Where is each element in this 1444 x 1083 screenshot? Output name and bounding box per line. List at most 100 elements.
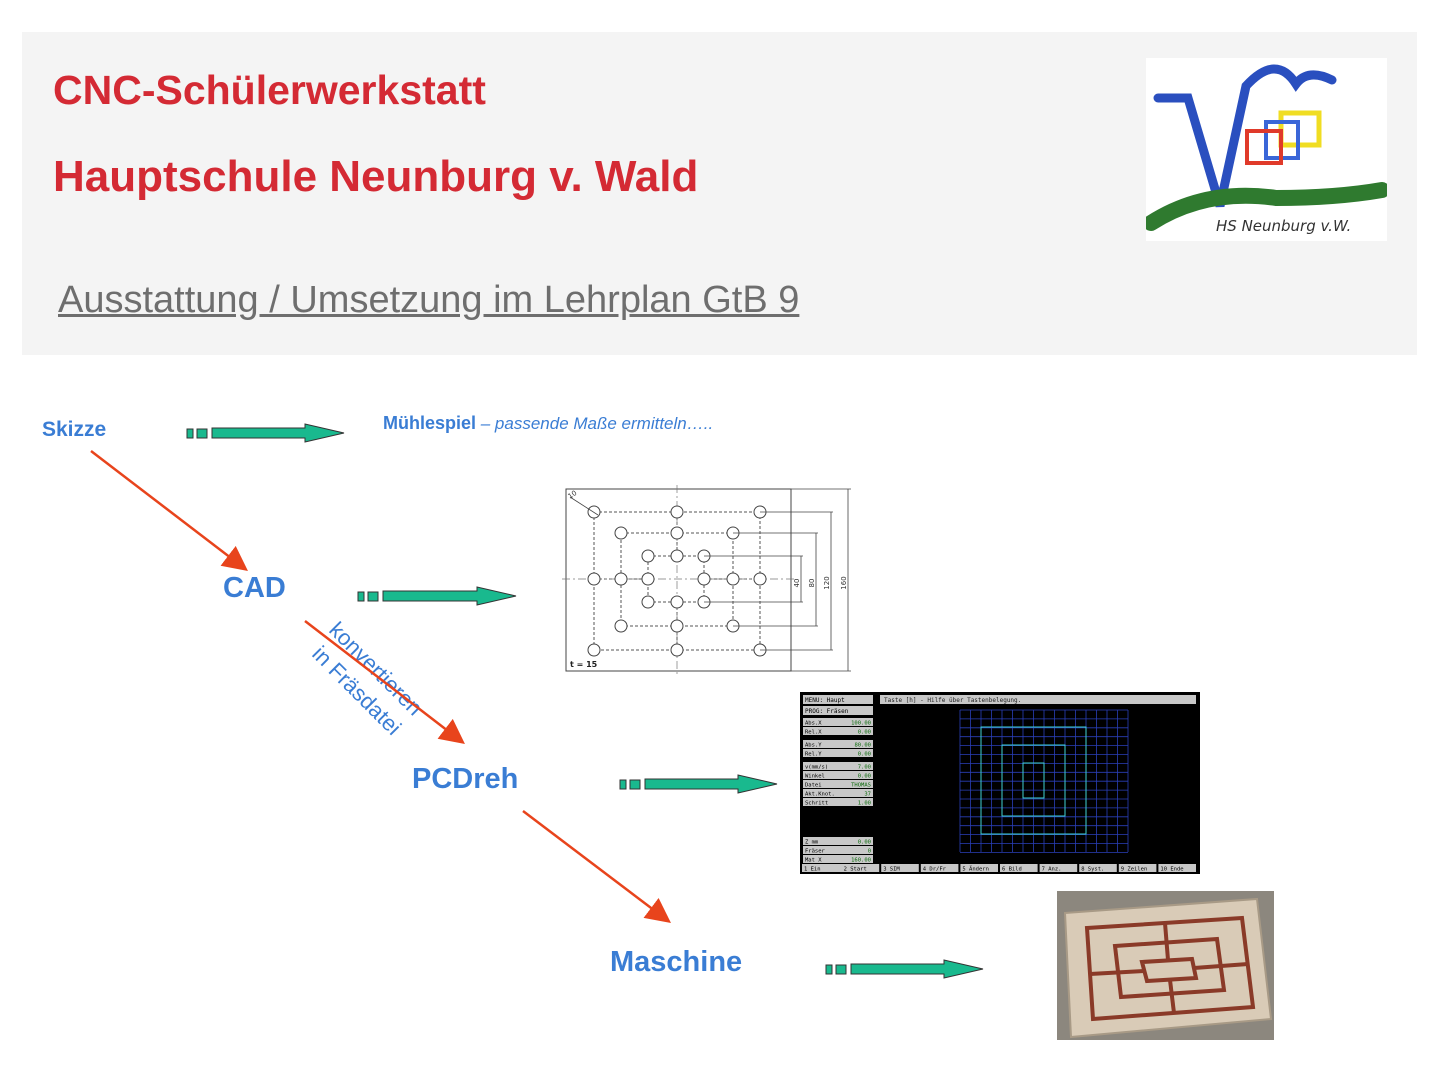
- screen-field-bg: [803, 798, 873, 806]
- muehle-title: Mühlespiel: [383, 413, 477, 433]
- screen-field-label: Rel.X: [805, 730, 822, 736]
- screen-menu-key-label: 5 Ändern: [962, 866, 989, 873]
- screen-field-bg: [803, 718, 873, 726]
- board-photo-svg: [1057, 891, 1274, 1040]
- screen-field-value: 7.00: [858, 765, 871, 771]
- screen-field-label: Fräser: [805, 849, 826, 855]
- screen-menu-key-label: 9 Zeilen: [1121, 867, 1148, 873]
- thickness-label: t = 15: [570, 660, 598, 669]
- page-title: CNC-Schülerwerkstatt: [53, 67, 486, 113]
- logo-green-hill: [1143, 182, 1390, 231]
- board-hole: [753, 572, 767, 586]
- screen-field-label: Datei: [805, 783, 822, 789]
- board-hole: [726, 572, 740, 586]
- screen-field-label: Mat X: [805, 858, 822, 864]
- screen-menu-key: [1118, 864, 1157, 872]
- screen-field-label: Abs.Y: [805, 743, 822, 749]
- screen-field-bg: [803, 780, 873, 788]
- screen-menu-key-label: 10 Ende: [1160, 867, 1183, 873]
- board-hole: [587, 572, 601, 586]
- section-heading[interactable]: Ausstattung / Umsetzung im Lehrplan GtB …: [58, 279, 800, 321]
- green-arrow-cad: [357, 586, 517, 606]
- screen-field-value: 0.00: [858, 840, 871, 846]
- screen-menu-key: [920, 864, 959, 872]
- screen-field-label: Rel.Y: [805, 752, 822, 758]
- screen-field-bg: [803, 837, 873, 845]
- screen-field-label: v(mm/s): [805, 765, 828, 771]
- screen-prog: PROG: Fräsen: [805, 708, 849, 715]
- screen-field-bg: [803, 762, 873, 770]
- board-hole: [670, 619, 684, 633]
- screen-menu-key-label: 3 SIM: [883, 867, 900, 873]
- green-arrow-skizze: [186, 423, 345, 443]
- school-logo: HS Neunburg v.W.: [1143, 58, 1390, 241]
- screen-field-value: 37: [864, 792, 871, 798]
- arrow-cad-to-pcdreh: [304, 620, 465, 745]
- screen-field-bg: [803, 846, 873, 854]
- screen-field-bg: [803, 727, 873, 735]
- green-arrow-maschine: [825, 959, 984, 979]
- dim-corner: 10: [567, 489, 579, 501]
- screen-menu-key: [1079, 864, 1117, 872]
- board-hole: [670, 505, 684, 519]
- cad-drawing: 40 80 120 160 10 t = 15: [562, 485, 854, 675]
- screen-field-label: Akt.Knot.: [805, 792, 835, 798]
- dim-80: 80: [808, 579, 816, 588]
- screen-field-value: 80.00: [854, 743, 871, 749]
- screen-field-value: 0.00: [858, 752, 871, 758]
- drawing-frame: [565, 488, 792, 672]
- board-hole: [641, 549, 655, 563]
- screen-field-value: THOMAS: [851, 783, 871, 789]
- screen-field-label: Winkel: [805, 774, 825, 780]
- dim-120: 120: [823, 576, 831, 589]
- pcdreh-screenshot: MENU: Haupt Taste [h] - Hilfe über Taste…: [800, 692, 1200, 874]
- cad-drawing-svg: 40 80 120 160 10 t = 15: [562, 485, 851, 675]
- screen-menu-key: [841, 864, 880, 872]
- screen-field-value: 160.00: [851, 858, 871, 864]
- screen-menu-key-label: 4 Dr/Fr: [923, 867, 947, 873]
- screen-field-value: 1.00: [858, 801, 871, 807]
- muehle-description: Mühlespiel – passende Maße ermitteln…..: [383, 413, 713, 434]
- screen-field-label: Schritt: [805, 801, 828, 807]
- finished-board-photo: [1057, 891, 1274, 1040]
- screen-field-bg: [803, 789, 873, 797]
- board-hole: [670, 549, 684, 563]
- screen-menu-key: [960, 864, 998, 872]
- step-maschine: Maschine: [610, 946, 743, 978]
- dim-160: 160: [840, 576, 848, 589]
- step-cad: CAD: [223, 572, 286, 604]
- board-hole: [614, 619, 628, 633]
- screen-menu-key: [881, 864, 919, 872]
- screen-menu-key: [1039, 864, 1078, 872]
- board-hole: [614, 526, 628, 540]
- board-hole: [670, 526, 684, 540]
- board-hole: [670, 643, 684, 657]
- screen-field-bg: [803, 749, 873, 757]
- muehle-note: – passende Maße ermitteln…..: [476, 414, 714, 433]
- screen-menu-title: MENU: Haupt: [805, 697, 845, 704]
- logo-text: HS Neunburg v.W.: [1216, 217, 1351, 235]
- screen-field-value: 0: [868, 849, 871, 855]
- board-hole: [587, 643, 601, 657]
- board-hole: [697, 572, 711, 586]
- logo-graphic: HS Neunburg v.W.: [1143, 64, 1390, 235]
- screen-menu-key-label: 6 Bild: [1002, 867, 1022, 873]
- logo-root-stroke: [1153, 64, 1337, 208]
- screen-menu-key-label: 8 Syst.: [1081, 867, 1104, 873]
- screen-field-value: 0.00: [858, 730, 871, 736]
- screen-menu-key-label: 1 Ein: [804, 867, 821, 873]
- board-hole: [641, 572, 655, 586]
- board-plate: [1063, 897, 1273, 1039]
- screen-menu-key: [802, 864, 840, 872]
- screen-field-bg: [803, 855, 873, 863]
- arrow-skizze-to-cad: [90, 450, 248, 572]
- board-hole: [641, 595, 655, 609]
- screen-field-bg: [803, 740, 873, 748]
- step-pcdreh: PCDreh: [412, 763, 519, 795]
- screen-menu-key: [1000, 864, 1038, 872]
- board-hole: [614, 572, 628, 586]
- screen-help-line: Taste [h] - Hilfe über Tastenbelegung.: [884, 697, 1021, 704]
- screen-menu-key: [1158, 864, 1196, 872]
- screen-field-value: 100.00: [851, 721, 871, 727]
